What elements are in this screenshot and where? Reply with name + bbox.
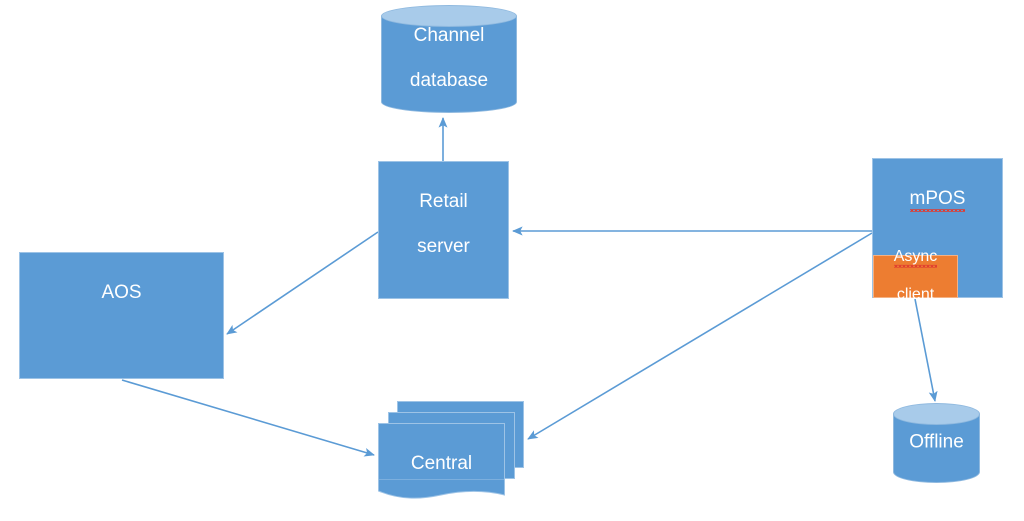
- node-offline[interactable]: Offline: [893, 403, 980, 483]
- label-line-2: database: [409, 70, 489, 92]
- label-line-1: mPOS: [909, 188, 966, 213]
- node-central-storage[interactable]: Central storage: [378, 401, 524, 519]
- edge-aos-to-central-storage: [121, 379, 375, 457]
- node-label-channel-database: Channel database: [381, 3, 517, 115]
- node-aos[interactable]: AOS: [19, 252, 224, 379]
- cylinder-top: [893, 403, 980, 425]
- cylinder-top: [381, 5, 517, 27]
- stack-sheet-front-wave: [378, 479, 505, 499]
- node-channel-database[interactable]: Channel database: [381, 5, 517, 113]
- cylinder-body: [381, 16, 517, 102]
- label-line-2: server: [417, 236, 470, 258]
- label-line-1: Channel: [413, 25, 485, 47]
- node-label-aos: AOS: [20, 260, 223, 327]
- node-label-offline: Offline: [893, 409, 980, 476]
- label-line-2: client: [896, 285, 935, 303]
- label-line-1-wrap: Async: [874, 248, 957, 268]
- node-async-client[interactable]: Async client: [873, 248, 958, 303]
- stack-sheet-front: [378, 423, 505, 485]
- node-label-mpos: mPOS: [873, 166, 1002, 213]
- label-line-1: AOS: [101, 282, 142, 304]
- label-line-1: Retail: [419, 191, 468, 213]
- node-label-retail-server: Retail server: [379, 169, 508, 281]
- label-line-2: storage: [409, 498, 474, 520]
- label-line-1: Offline: [909, 431, 964, 453]
- edge-mpos-to-central-storage: [527, 232, 873, 440]
- node-retail-server[interactable]: Retail server: [378, 161, 509, 299]
- label-line-1: Async: [893, 248, 938, 268]
- label-line-1: Central: [410, 453, 473, 475]
- node-label-central-storage: Central storage: [378, 431, 505, 521]
- node-label-async-client: Async client: [874, 229, 957, 323]
- edge-retail-server-to-aos: [226, 231, 379, 335]
